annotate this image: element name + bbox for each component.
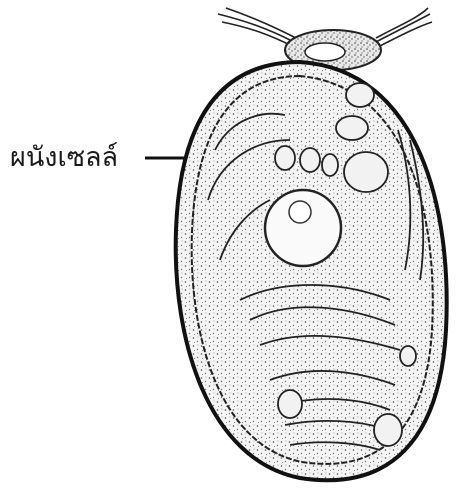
cell-wall-label: ผนังเซลล์ (10, 142, 118, 174)
nucleus (265, 190, 341, 266)
cell-wall (176, 62, 447, 480)
